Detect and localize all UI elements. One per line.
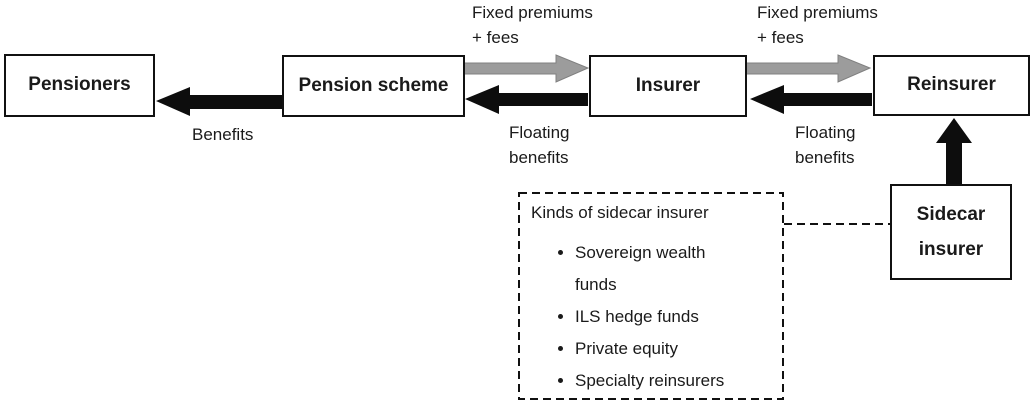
fixed-premiums-label-1: Fixed premiums + fees [472,0,593,50]
floating-benefits-arrow-2 [750,85,872,114]
floating-benefits-label-2-line1: Floating [795,123,856,142]
floating-benefits-label-1-line1: Floating [509,123,570,142]
reinsurer-box: Reinsurer [873,55,1030,116]
sidecar-insurer-box: Sidecar insurer [890,184,1012,280]
pensioners-box: Pensioners [4,54,155,117]
pension-scheme-box: Pension scheme [282,55,465,117]
kinds-list-item: Private equity [575,333,745,365]
benefits-label: Benefits [192,125,254,144]
sidecar-label-line2: insurer [918,239,984,260]
floating-benefits-label-1: Floating benefits [509,120,569,170]
kinds-of-sidecar-box: Kinds of sidecar insurer Sovereign wealt… [518,192,784,400]
fixed-premiums-label-2: Fixed premiums + fees [757,0,878,50]
benefits-arrow [156,87,283,116]
reinsurer-label: Reinsurer [907,74,996,96]
kinds-list-item: Specialty reinsurers [575,365,745,397]
kinds-list-item: ILS hedge funds [575,301,745,333]
floating-benefits-label-2: Floating benefits [795,120,855,170]
fixed-premiums-label-2-line1: Fixed premiums [757,3,878,22]
kinds-box-title: Kinds of sidecar insurer [531,203,709,222]
fixed-premiums-label-1-line2: + fees [472,28,519,47]
fixed-premiums-label-2-line2: + fees [757,28,804,47]
kinds-list: Sovereign wealth funds ILS hedge funds P… [531,237,784,397]
pensioners-label: Pensioners [28,74,131,96]
fixed-premiums-arrow-2 [745,54,872,83]
kinds-box-dashed-border [518,192,784,400]
fixed-premiums-label-1-line1: Fixed premiums [472,3,593,22]
floating-benefits-label-2-line2: benefits [795,148,855,167]
kinds-list-item: Sovereign wealth funds [575,237,745,301]
insurer-label: Insurer [635,74,701,96]
sidecar-label-line1: Sidecar [916,204,986,225]
floating-benefits-arrow-1 [465,85,588,114]
insurer-box: Insurer [589,55,747,117]
sidecar-to-reinsurer-arrow [936,118,972,184]
floating-benefits-label-1-line2: benefits [509,148,569,167]
pension-scheme-label: Pension scheme [298,74,449,96]
fixed-premiums-arrow-1 [463,54,590,83]
